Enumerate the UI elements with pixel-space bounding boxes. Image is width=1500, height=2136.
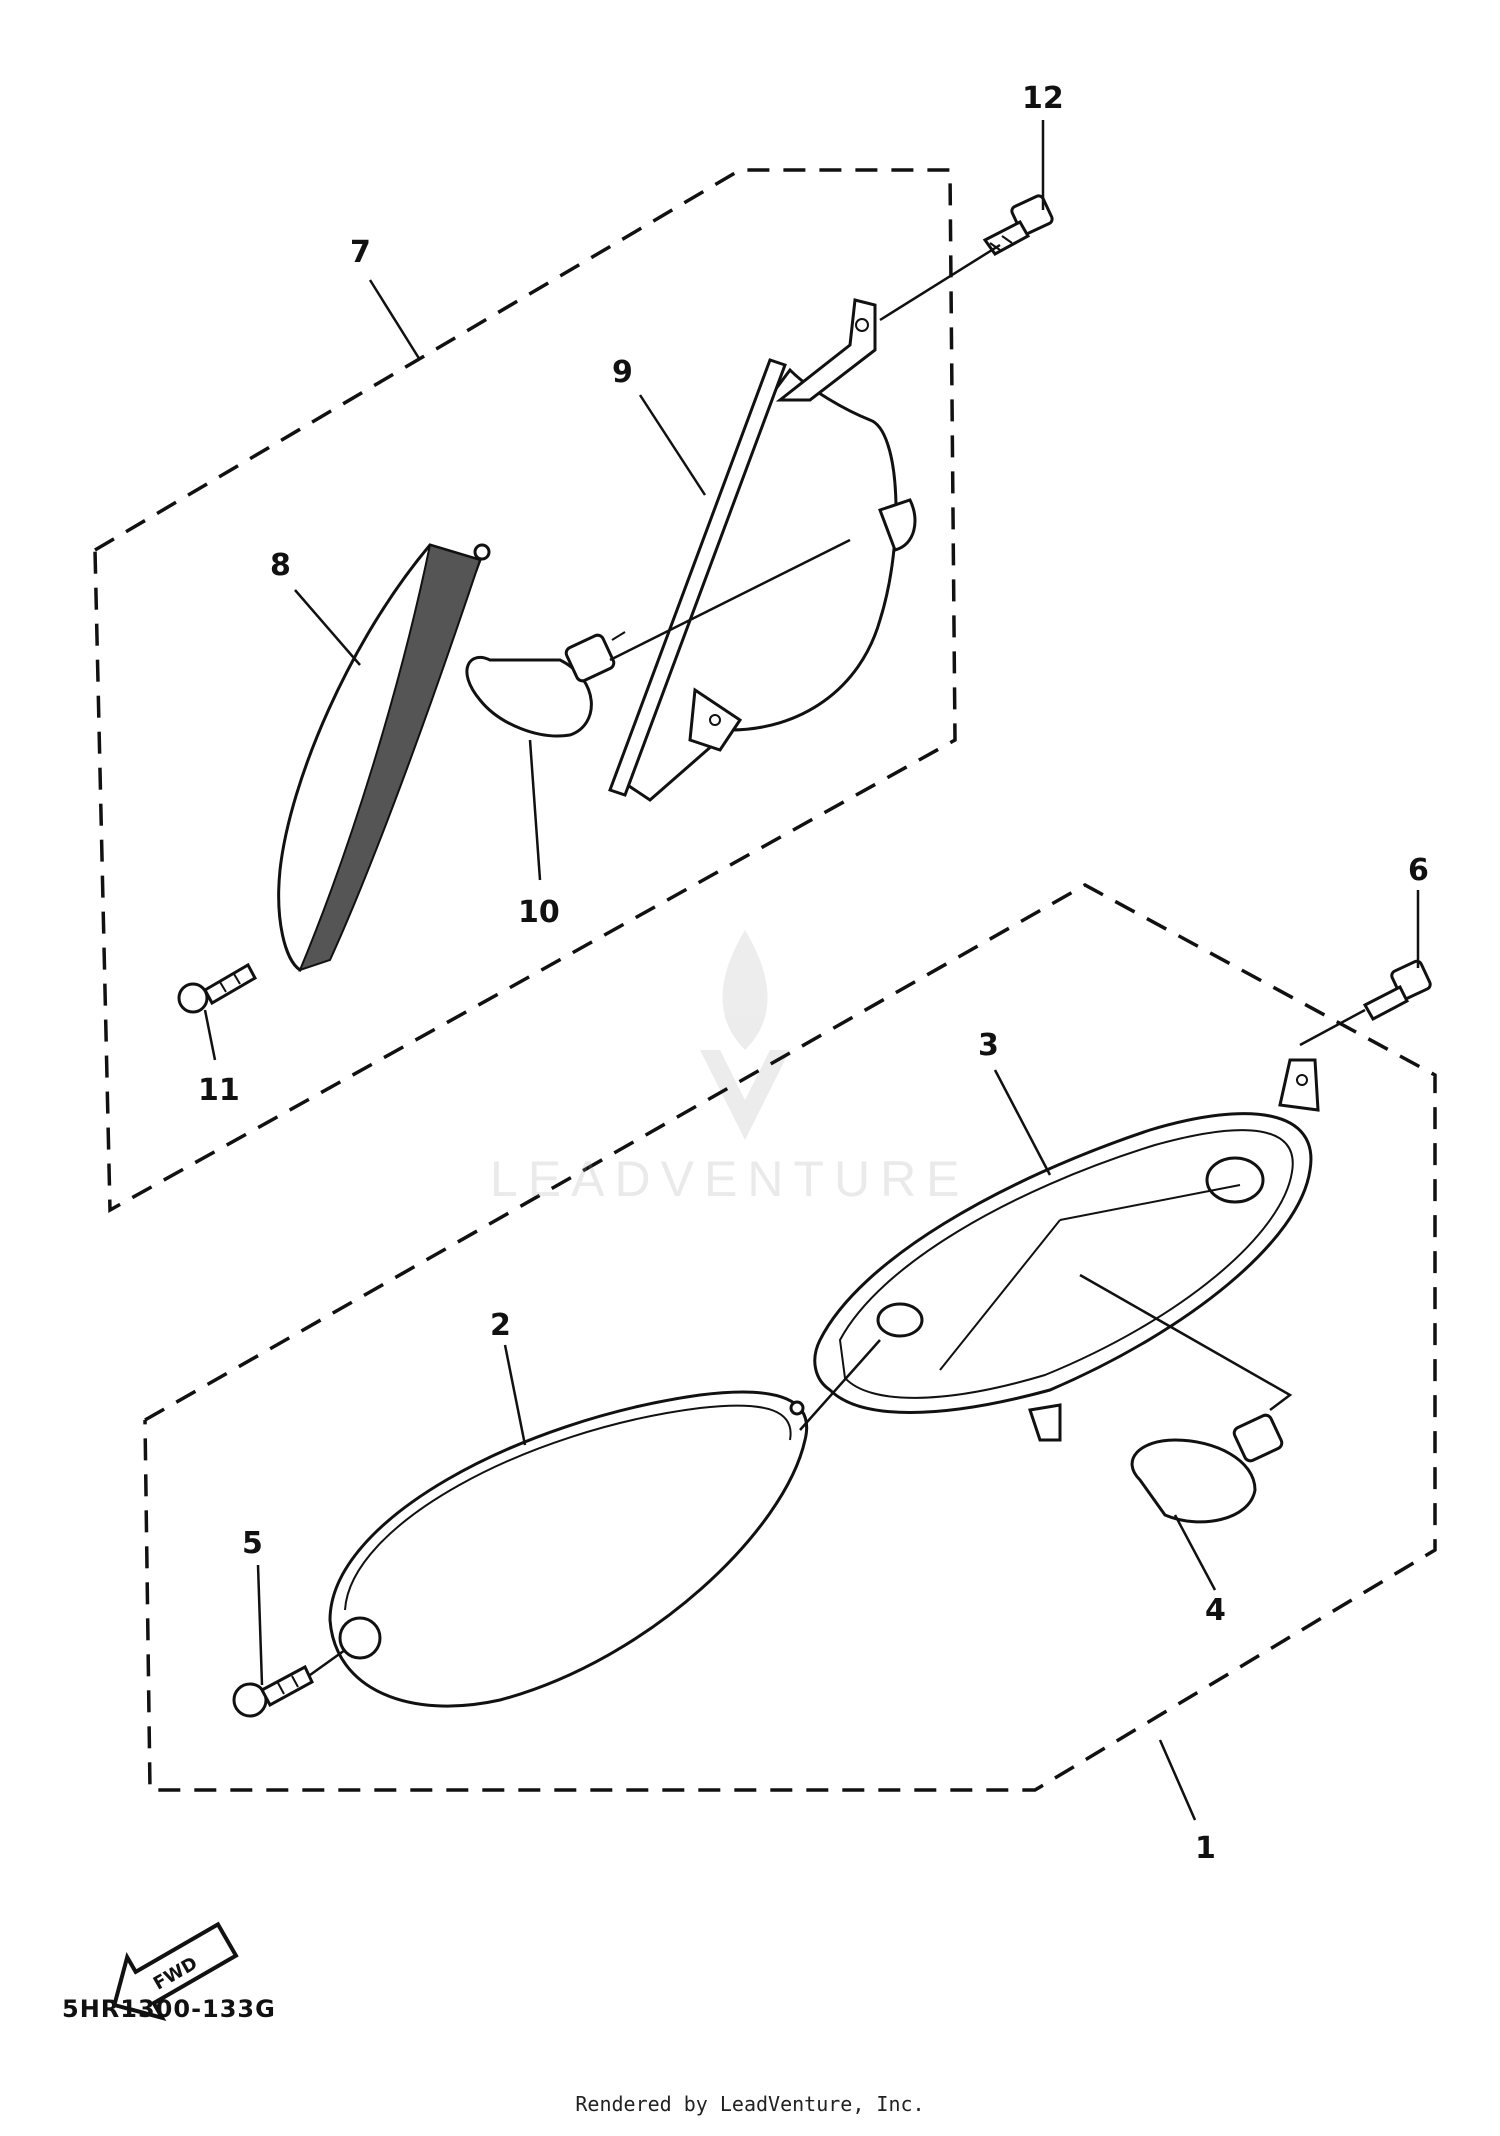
rendered-by-footer: Rendered by LeadVenture, Inc. <box>575 2092 925 2116</box>
leader-6-axis <box>1299 1008 1366 1047</box>
leader-12-axis <box>879 243 1001 322</box>
callout-6: 6 <box>1408 853 1429 888</box>
leader-2 <box>503 1344 527 1446</box>
part-5-screw <box>232 1664 314 1718</box>
callout-4: 4 <box>1205 1593 1226 1628</box>
callout-2: 2 <box>490 1308 511 1343</box>
assembly-1-outline <box>143 882 1437 1792</box>
leader-3 <box>993 1069 1052 1176</box>
axis-lower <box>799 1339 881 1431</box>
part-3-housing <box>813 1058 1320 1442</box>
callout-12: 12 <box>1022 81 1064 116</box>
part-6-screw <box>1362 959 1432 1022</box>
leader-1 <box>1158 1739 1197 1821</box>
part-4-bulb <box>1130 1413 1284 1524</box>
callout-11: 11 <box>198 1073 240 1108</box>
leader-11 <box>203 1009 217 1061</box>
watermark-text: LEADVENTURE <box>490 1151 970 1207</box>
part-11-screw <box>177 962 258 1014</box>
leader-9 <box>638 394 707 496</box>
leader-10 <box>528 739 542 881</box>
axis-upper <box>609 538 851 662</box>
leader-8 <box>294 589 361 666</box>
diagram-code: 5HR1300-133G <box>62 1995 276 2023</box>
part-9-housing <box>608 298 917 802</box>
callout-5: 5 <box>242 1526 263 1561</box>
callout-9: 9 <box>612 355 633 390</box>
assembly-7-outline <box>93 168 957 1213</box>
leader-5 <box>256 1564 264 1686</box>
part-2-lens <box>328 1390 809 1708</box>
callout-7: 7 <box>350 235 371 270</box>
leader-4-bracket <box>1079 1273 1293 1411</box>
part-10-bulb <box>465 631 626 738</box>
callout-3: 3 <box>978 1028 999 1063</box>
axis-lower-screw <box>309 1648 346 1677</box>
callout-10: 10 <box>518 895 560 930</box>
callout-1: 1 <box>1195 1831 1216 1866</box>
watermark-logo <box>700 930 790 1140</box>
leader-7 <box>368 279 422 361</box>
part-8-lens <box>277 543 491 973</box>
callout-8: 8 <box>270 548 291 583</box>
leader-4 <box>1173 1514 1217 1591</box>
